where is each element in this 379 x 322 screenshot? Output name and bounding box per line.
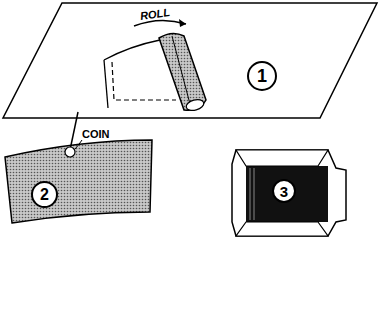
envelope-body (246, 166, 328, 222)
callout-number: 1 (257, 66, 267, 87)
roll-seam (172, 36, 190, 104)
bottom-flap (236, 222, 328, 236)
top-flap (236, 150, 328, 166)
table-surface (3, 3, 377, 118)
callout-circle: 2 (31, 181, 58, 208)
leader-line (75, 140, 82, 149)
callout-circle: 1 (247, 61, 277, 91)
arrow-head (179, 19, 186, 27)
fold-lines (250, 168, 254, 220)
stick (70, 112, 78, 150)
rolled-paper (159, 33, 206, 110)
paper-band (5, 140, 152, 223)
callout-circle: 3 (272, 179, 296, 203)
roll-opening (185, 98, 205, 112)
action-label: ROLL (139, 6, 170, 22)
coin (65, 147, 75, 157)
paper-edge (104, 40, 160, 60)
part-label: COIN (82, 128, 110, 140)
callout-number: 3 (280, 183, 288, 200)
callout-number: 2 (40, 186, 49, 204)
paper-edge (104, 60, 108, 108)
paper-outline-dashed (112, 62, 176, 100)
envelope-outline (232, 150, 346, 236)
